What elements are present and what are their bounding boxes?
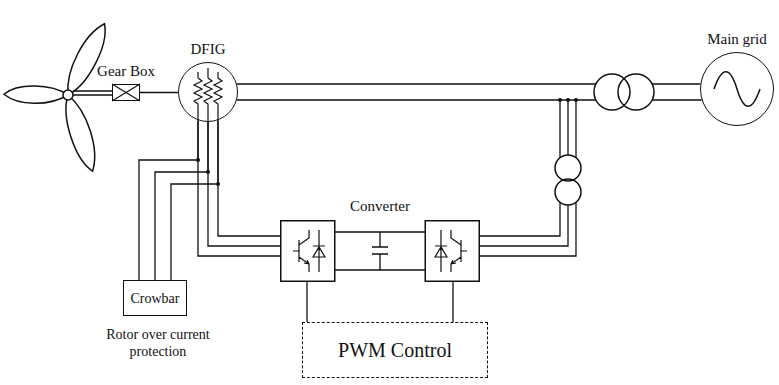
main-transformer [594,74,654,110]
node-text: Crowbar [131,290,180,307]
shaft-line [73,91,112,95]
junction-dots [558,98,578,102]
node-text: PWM Control [338,338,452,362]
gear-box-art [112,84,140,101]
grid-source-art [700,52,774,126]
converter-block-art [280,220,480,282]
gear-box: Gear Box [112,84,140,101]
protection-label: Rotor over current protection [100,326,216,360]
grid-source: Main grid [700,52,774,126]
node-heading: DFIG [190,40,225,58]
control-box: PWM Control [302,322,488,378]
generator-circle: DFIG [178,62,238,122]
wire-connector [198,120,280,256]
converter-block: Converter [280,220,480,282]
converter-transformer [555,155,581,205]
wind-turbine [4,19,113,174]
node-heading: Gear Box [97,62,155,80]
generator-circle-art [178,62,238,122]
node-heading: Converter [350,197,410,215]
crowbar-box: Crowbar [123,280,187,316]
node-heading: Main grid [707,30,767,48]
wire-connector [140,92,178,94]
wire-connector [307,282,453,322]
